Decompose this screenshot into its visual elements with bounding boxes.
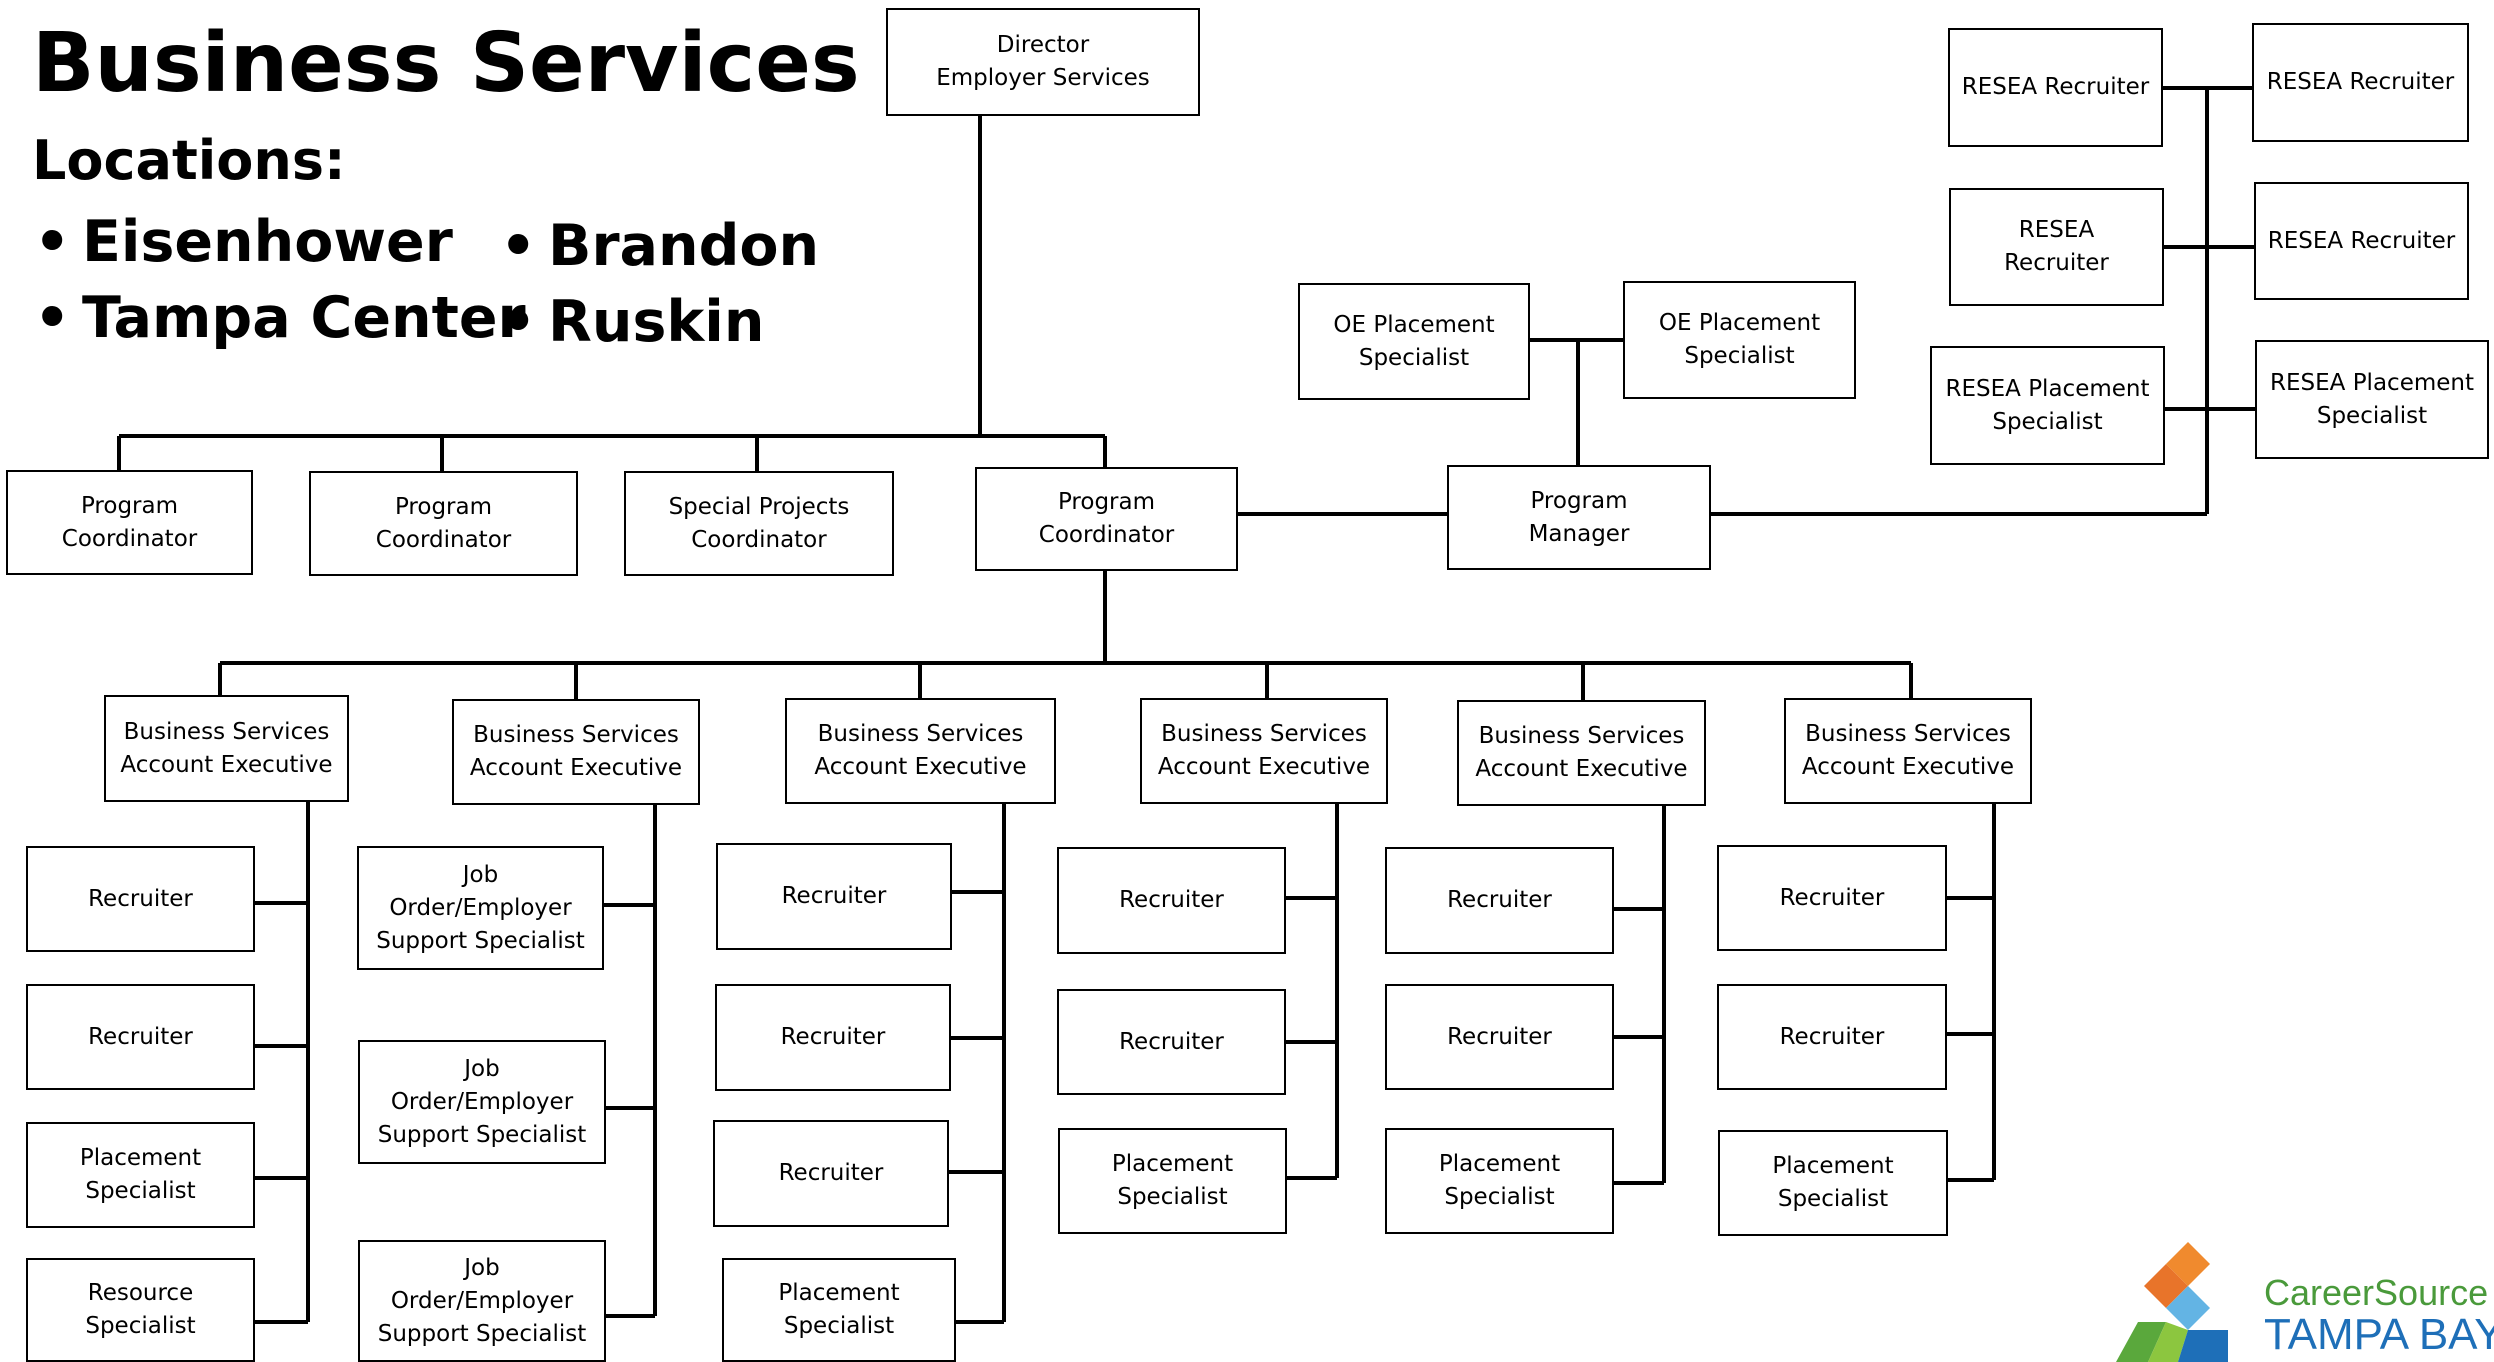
account-executive-box: Business Services Account Executive [785, 698, 1056, 804]
recruiter-box: Recruiter [1385, 847, 1614, 954]
recruiter-box: Recruiter [1057, 847, 1286, 954]
resource-specialist-box: Resource Specialist [26, 1258, 255, 1362]
recruiter-box: Recruiter [1717, 984, 1947, 1090]
program-coordinator-box: Program Coordinator [6, 470, 253, 575]
program-manager-box: Program Manager [1447, 465, 1711, 570]
location-item: •Brandon [500, 213, 820, 279]
resea-recruiter-box: RESEA Recruiter [1948, 28, 2163, 147]
placement-specialist-box: Placement Specialist [1058, 1128, 1287, 1234]
location-name: Tampa Center [82, 285, 526, 351]
oe-placement-specialist-box: OE Placement Specialist [1298, 283, 1530, 400]
location-item: •Tampa Center [34, 285, 526, 351]
recruiter-box: Recruiter [713, 1120, 949, 1227]
special-projects-coordinator-box: Special Projects Coordinator [624, 471, 894, 576]
placement-specialist-box: Placement Specialist [722, 1258, 956, 1362]
placement-specialist-box: Placement Specialist [26, 1122, 255, 1228]
resea-placement-specialist-box: RESEA Placement Specialist [1930, 346, 2165, 465]
job-order-employer-support-specialist-box: Job Order/Employer Support Specialist [358, 1040, 606, 1164]
careersource-logo [2116, 1242, 2228, 1362]
recruiter-box: Recruiter [715, 984, 951, 1091]
location-item: •Eisenhower [34, 209, 453, 275]
account-executive-box: Business Services Account Executive [452, 699, 700, 805]
job-order-employer-support-specialist-box: Job Order/Employer Support Specialist [358, 1240, 606, 1362]
account-executive-box: Business Services Account Executive [1457, 700, 1706, 806]
placement-specialist-box: Placement Specialist [1718, 1130, 1948, 1236]
job-order-employer-support-specialist-box: Job Order/Employer Support Specialist [357, 846, 604, 970]
oe-placement-specialist-box: OE Placement Specialist [1623, 281, 1856, 399]
account-executive-box: Business Services Account Executive [1140, 698, 1388, 804]
location-name: Brandon [548, 213, 820, 279]
program-coordinator-box: Program Coordinator [309, 471, 578, 576]
locations-label: Locations: [32, 129, 346, 192]
location-name: Ruskin [548, 289, 765, 355]
page-title: Business Services [32, 16, 860, 111]
recruiter-box: Recruiter [26, 984, 255, 1090]
placement-specialist-box: Placement Specialist [1385, 1128, 1614, 1234]
recruiter-box: Recruiter [26, 846, 255, 952]
resea-recruiter-box: RESEA Recruiter [2252, 23, 2469, 142]
account-executive-box: Business Services Account Executive [1784, 698, 2032, 804]
logo-text-line1: CareerSource [2264, 1272, 2489, 1313]
logo-text-line2: TAMPA BAY [2264, 1310, 2494, 1359]
resea-placement-specialist-box: RESEA Placement Specialist [2255, 340, 2489, 459]
location-name: Eisenhower [82, 209, 453, 275]
recruiter-box: Recruiter [716, 843, 952, 950]
resea-recruiter-box: RESEA Recruiter [1949, 188, 2164, 306]
location-item: •Ruskin [500, 289, 765, 355]
program-coordinator-main-box: Program Coordinator [975, 467, 1238, 571]
account-executive-box: Business Services Account Executive [104, 695, 349, 802]
recruiter-box: Recruiter [1057, 989, 1286, 1095]
recruiter-box: Recruiter [1385, 984, 1614, 1090]
resea-recruiter-box: RESEA Recruiter [2254, 182, 2469, 300]
director-box: Director Employer Services [886, 8, 1200, 116]
recruiter-box: Recruiter [1717, 845, 1947, 951]
